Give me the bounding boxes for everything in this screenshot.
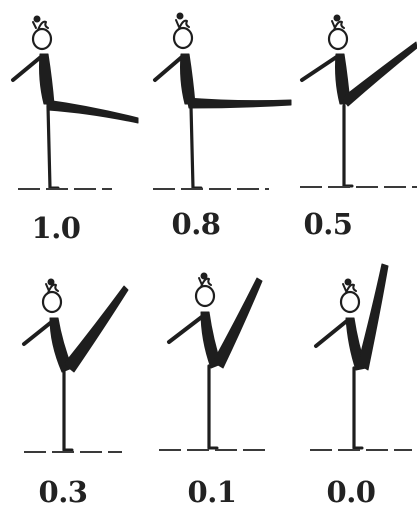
score-label-4: 0.3 xyxy=(23,475,103,509)
score-label-3: 0.5 xyxy=(288,207,368,241)
score-label-6: 0.0 xyxy=(311,475,391,509)
dancer-figure-6 xyxy=(278,260,417,460)
panel-score-4: 0.3 xyxy=(0,260,139,511)
score-label-1: 1.0 xyxy=(16,211,96,245)
head-icon xyxy=(196,273,214,306)
dancer-figure-5 xyxy=(139,260,278,460)
panel-score-5: 0.1 xyxy=(139,260,278,511)
head-icon xyxy=(33,16,51,49)
panel-score-3: 0.5 xyxy=(278,0,417,270)
score-label-2: 0.8 xyxy=(156,207,236,241)
panel-score-6: 0.0 xyxy=(278,260,417,511)
head-icon xyxy=(174,13,192,48)
score-label-5: 0.1 xyxy=(172,475,252,509)
dancer-figure-4 xyxy=(0,260,139,460)
dancer-figure-3 xyxy=(278,0,417,200)
dancer-figure-2 xyxy=(139,0,278,200)
head-icon xyxy=(43,279,61,312)
head-icon xyxy=(329,15,347,49)
head-icon xyxy=(341,279,359,312)
panel-score-1: 1.0 xyxy=(0,0,139,270)
dancer-figure-1 xyxy=(0,0,139,200)
panel-score-2: 0.8 xyxy=(139,0,278,270)
